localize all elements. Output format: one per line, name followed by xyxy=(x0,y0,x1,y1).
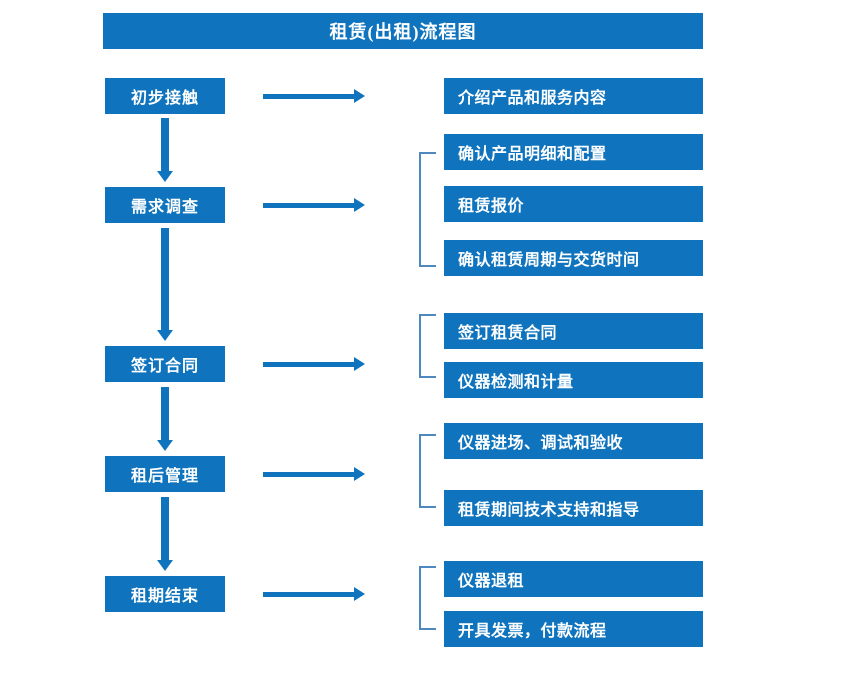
arrow-shaft xyxy=(263,203,355,208)
arrow-head-right-icon xyxy=(354,357,365,371)
detail-box-6[interactable]: 仪器检测和计量 xyxy=(444,362,703,398)
arrow-shaft xyxy=(263,592,355,597)
connector-arrow-stage2-stage3 xyxy=(157,228,173,341)
detail-box-10[interactable]: 开具发票，付款流程 xyxy=(444,611,703,647)
arrow-shaft xyxy=(263,472,355,477)
stage-box-1[interactable]: 初步接触 xyxy=(105,78,225,114)
detail-box-3[interactable]: 租赁报价 xyxy=(444,186,703,222)
connector-arrow-stage1-stage2 xyxy=(157,118,173,182)
group-bracket-3 xyxy=(419,314,436,378)
arrow-head-down-icon xyxy=(157,440,173,451)
arrow-shaft xyxy=(161,118,169,171)
connector-arrow-stage2-details xyxy=(263,198,365,212)
connector-arrow-stage5-details xyxy=(263,587,365,601)
connector-arrow-stage3-stage4 xyxy=(157,387,173,451)
detail-box-8[interactable]: 租赁期间技术支持和指导 xyxy=(444,490,703,526)
stage-box-3[interactable]: 签订合同 xyxy=(105,346,225,382)
connector-arrow-stage4-details xyxy=(263,467,365,481)
arrow-head-right-icon xyxy=(354,587,365,601)
arrow-shaft xyxy=(161,497,169,560)
page-title: 租赁(出租)流程图 xyxy=(103,13,703,49)
arrow-head-right-icon xyxy=(354,89,365,103)
group-bracket-2 xyxy=(419,152,436,267)
detail-box-5[interactable]: 签订租赁合同 xyxy=(444,313,703,349)
arrow-shaft xyxy=(263,94,355,99)
arrow-head-down-icon xyxy=(157,560,173,571)
connector-arrow-stage3-details xyxy=(263,357,365,371)
group-bracket-5 xyxy=(419,566,436,630)
detail-box-7[interactable]: 仪器进场、调试和验收 xyxy=(444,423,703,459)
arrow-head-right-icon xyxy=(354,198,365,212)
group-bracket-4 xyxy=(419,434,436,508)
detail-box-1[interactable]: 介绍产品和服务内容 xyxy=(444,78,703,114)
arrow-head-right-icon xyxy=(354,467,365,481)
arrow-shaft xyxy=(263,362,355,367)
arrow-shaft xyxy=(161,228,169,330)
detail-box-9[interactable]: 仪器退租 xyxy=(444,561,703,597)
stage-box-2[interactable]: 需求调查 xyxy=(105,187,225,223)
detail-box-2[interactable]: 确认产品明细和配置 xyxy=(444,134,703,170)
connector-arrow-stage4-stage5 xyxy=(157,497,173,571)
connector-arrow-stage1-details xyxy=(263,89,365,103)
arrow-head-down-icon xyxy=(157,330,173,341)
arrow-head-down-icon xyxy=(157,171,173,182)
stage-box-4[interactable]: 租后管理 xyxy=(105,456,225,492)
detail-box-4[interactable]: 确认租赁周期与交货时间 xyxy=(444,240,703,276)
stage-box-5[interactable]: 租期结束 xyxy=(105,576,225,612)
arrow-shaft xyxy=(161,387,169,440)
